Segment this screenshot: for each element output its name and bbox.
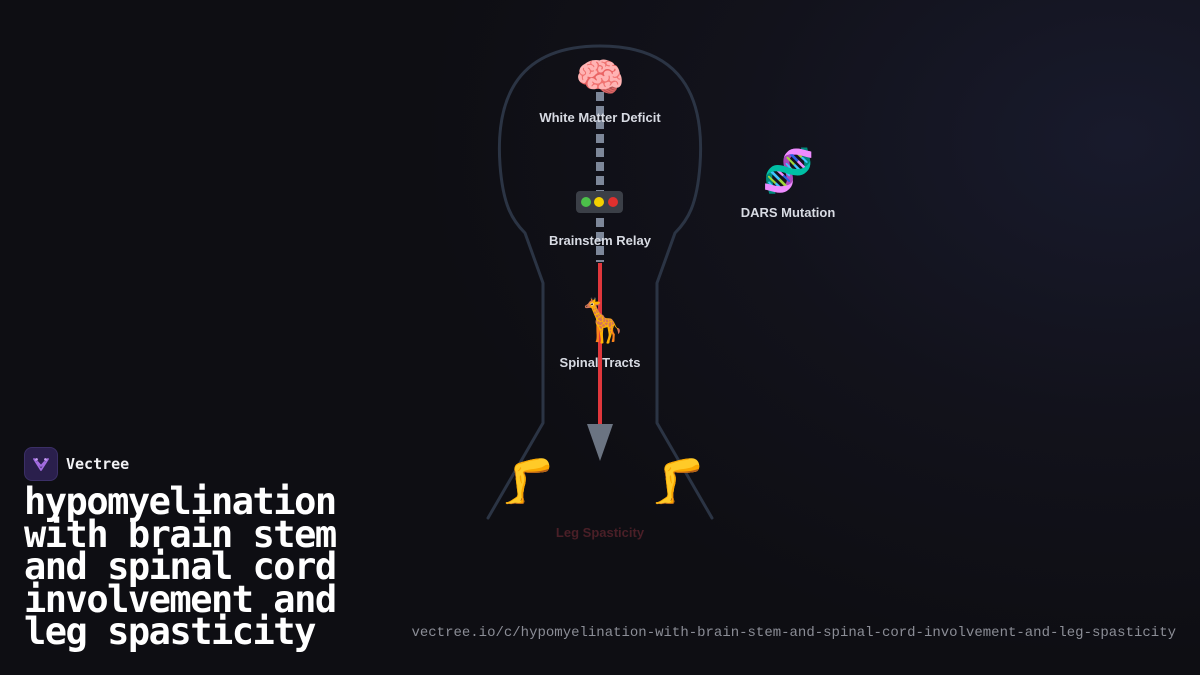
arrowhead xyxy=(587,424,613,461)
traffic-light-icon xyxy=(576,191,623,213)
vectree-logo-icon xyxy=(24,447,58,481)
brand-name: Vectree xyxy=(66,455,130,473)
page-title: hypomyelination with brain stem and spin… xyxy=(24,480,337,653)
node-label-brainstem: Brainstem Relay xyxy=(549,233,651,248)
node-label-spinal: Spinal Tracts xyxy=(559,355,641,370)
node-label-white-matter: White Matter Deficit xyxy=(539,110,661,125)
traffic-lamp-red xyxy=(608,197,619,207)
traffic-lamp-green xyxy=(580,197,591,207)
brain-icon: 🧠 xyxy=(575,55,625,101)
dna-icon: 🧬 xyxy=(762,146,815,195)
page-url[interactable]: vectree.io/c/hypomyelination-with-brain-… xyxy=(411,625,1176,641)
leg-icon-right: 🦵 xyxy=(650,456,705,507)
giraffe-icon: 🦒 xyxy=(576,296,629,345)
body-silhouette-outline xyxy=(486,44,714,520)
traffic-lamp-yellow xyxy=(594,197,605,207)
node-label-dars: DARS Mutation xyxy=(740,205,836,220)
node-label-leg-spasticity: Leg Spasticity xyxy=(555,525,645,540)
brand: Vectree xyxy=(24,447,129,481)
leg-icon-left: 🦵 xyxy=(500,456,555,507)
